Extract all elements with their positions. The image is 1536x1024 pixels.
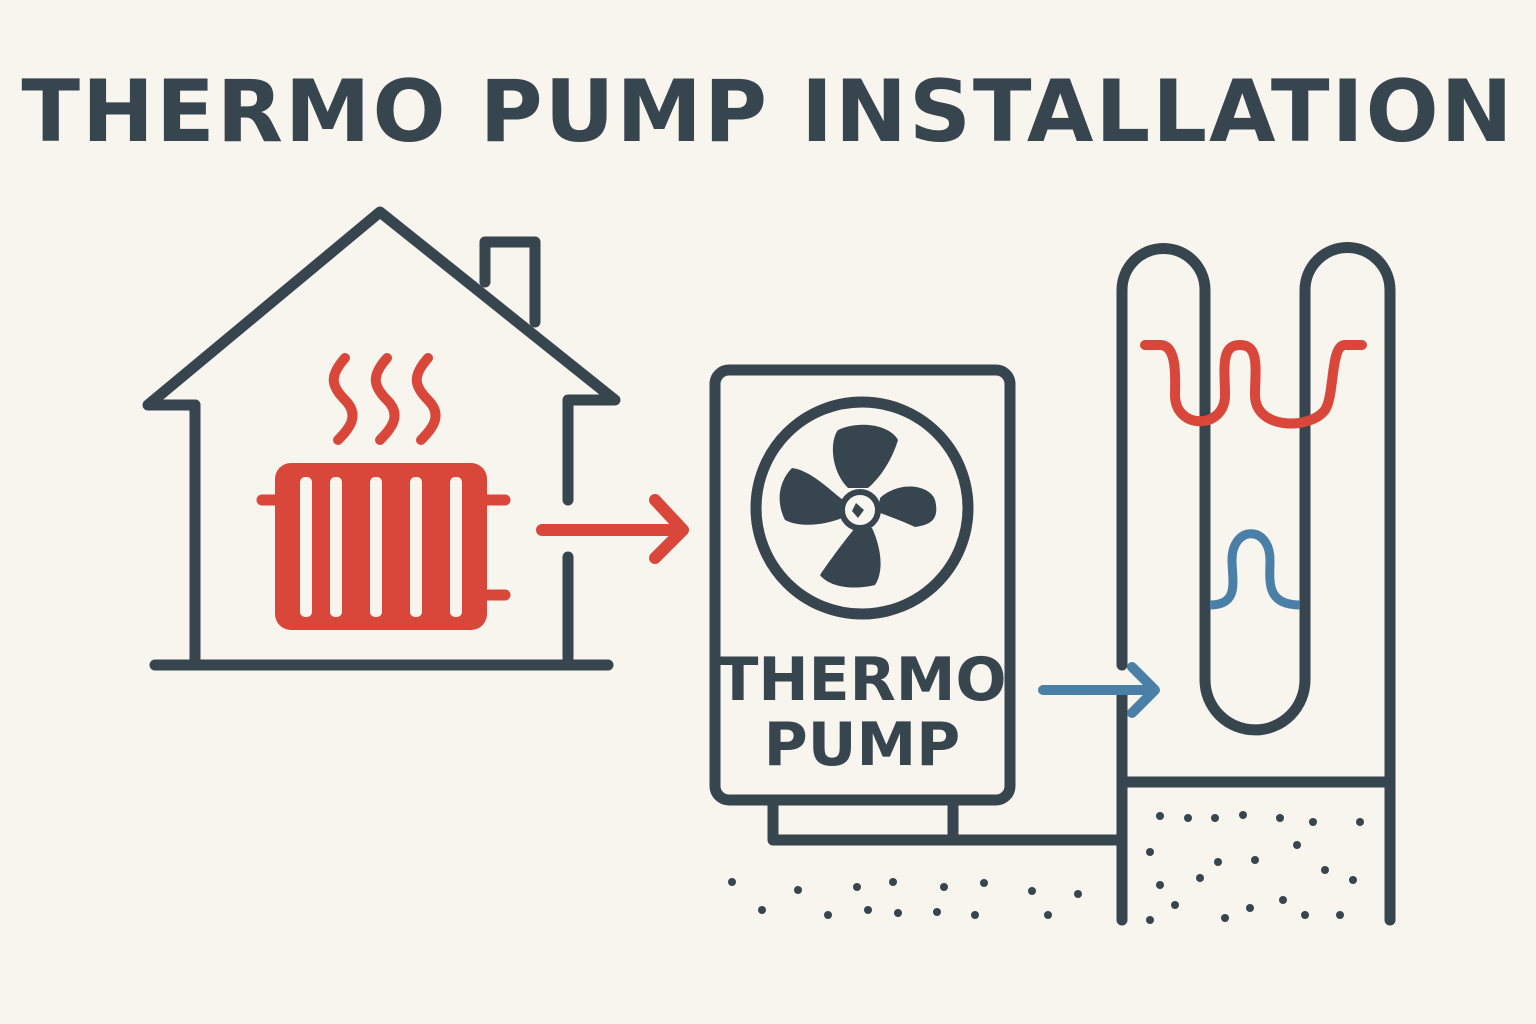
steam-icon: [328, 353, 441, 445]
fan-icon: [779, 424, 937, 588]
fan-housing: [750, 396, 974, 620]
cold-coil: [1209, 529, 1301, 610]
radiator-icon: [256, 463, 511, 630]
hot-coil: [1140, 339, 1367, 429]
diagram-title: THERMO PUMP INSTALLATION: [21, 62, 1515, 162]
hot-flow-arrow: [536, 494, 689, 564]
soil-icon: [728, 811, 1364, 924]
thermo-pump-unit: [709, 364, 1124, 846]
pump-label-line2: PUMP: [764, 710, 960, 780]
house-icon: [142, 206, 621, 671]
pump-label-line1: THERMO: [717, 645, 1006, 715]
cold-flow-arrow: [1038, 662, 1160, 718]
ground-loop-icon: [1116, 242, 1396, 926]
